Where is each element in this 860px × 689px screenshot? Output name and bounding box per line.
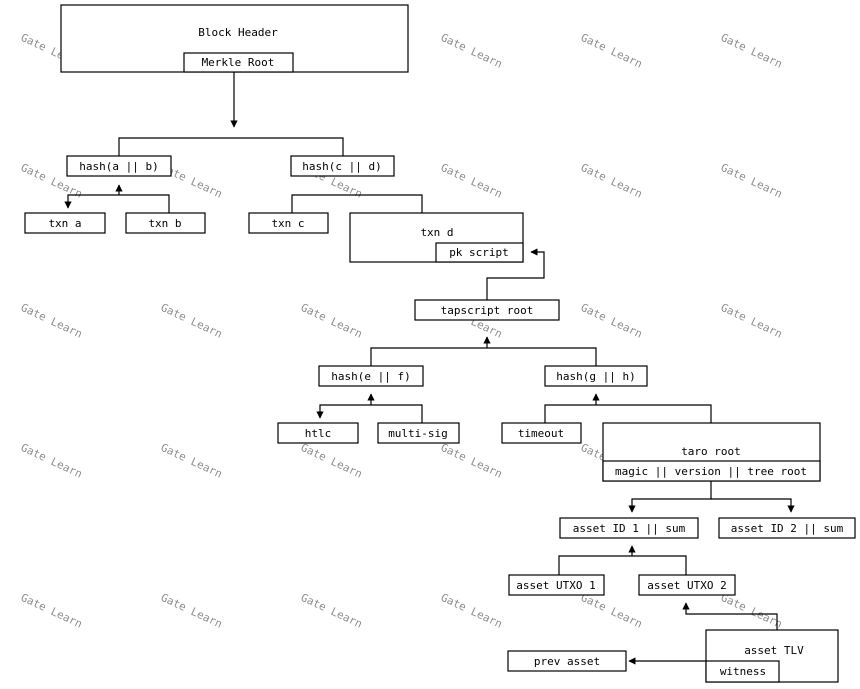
block-header-label: Block Header bbox=[198, 26, 278, 39]
watermark-text: Gate Learn bbox=[439, 441, 505, 481]
edge-hash-ef-children bbox=[316, 404, 423, 423]
watermark-text: Gate Learn bbox=[439, 591, 505, 631]
hash-gh-node: hash(g || h) bbox=[544, 365, 648, 387]
watermark-text: Gate Learn bbox=[719, 591, 785, 631]
asset-id-2-label: asset ID 2 || sum bbox=[731, 522, 844, 535]
taro-root-label: taro root bbox=[681, 445, 741, 458]
watermark-text: Gate Learn bbox=[579, 31, 645, 71]
txn-d-label: txn d bbox=[420, 226, 453, 239]
watermark-text: Gate Learn bbox=[159, 591, 225, 631]
watermark-text: Gate Learn bbox=[299, 301, 365, 341]
hash-ab-node: hash(a || b) bbox=[66, 155, 172, 177]
timeout-node: timeout bbox=[501, 422, 582, 444]
txn-c-label: txn c bbox=[271, 217, 304, 230]
watermark-text: Gate Learn bbox=[299, 591, 365, 631]
edge-tlv-utxo2 bbox=[682, 602, 778, 630]
multisig-label: multi-sig bbox=[388, 427, 448, 440]
edge-hash-gh-children bbox=[544, 404, 712, 423]
asset-tlv-label: asset TLV bbox=[744, 644, 804, 657]
edge-hash-ab-children bbox=[64, 194, 170, 213]
asset-tlv-node: asset TLV witness bbox=[705, 629, 839, 683]
hash-cd-label: hash(c || d) bbox=[302, 160, 381, 173]
watermark-text: Gate Learn bbox=[579, 301, 645, 341]
taro-fields-label: magic || version || tree root bbox=[615, 465, 807, 478]
edge-hash-cd-children bbox=[291, 194, 423, 213]
timeout-label: timeout bbox=[518, 427, 564, 440]
txn-a-label: txn a bbox=[48, 217, 81, 230]
hash-ef-node: hash(e || f) bbox=[318, 365, 424, 387]
taro-root-node: taro root magic || version || tree root bbox=[602, 422, 821, 482]
nodes: Block Header Merkle Root hash(a || b) ha… bbox=[24, 4, 856, 683]
watermark-text: Gate Learn bbox=[299, 441, 365, 481]
edge-taro-children bbox=[628, 481, 712, 513]
hash-ab-label: hash(a || b) bbox=[79, 160, 158, 173]
prev-asset-label: prev asset bbox=[534, 655, 600, 668]
pk-script-label: pk script bbox=[449, 246, 509, 259]
tapscript-root-node: tapscript root bbox=[414, 299, 560, 321]
asset-id-2-node: asset ID 2 || sum bbox=[718, 517, 856, 539]
watermark-text: Gate Learn bbox=[579, 591, 645, 631]
asset-utxo-1-node: asset UTXO 1 bbox=[508, 574, 605, 596]
asset-utxo-2-label: asset UTXO 2 bbox=[647, 579, 726, 592]
htlc-node: htlc bbox=[277, 422, 359, 444]
edge-merkle-children bbox=[118, 137, 344, 156]
edge-tapscript-children bbox=[370, 347, 597, 366]
edge-tapscript-pkscript bbox=[486, 248, 545, 300]
txn-c-node: txn c bbox=[248, 212, 329, 234]
watermark-text: Gate Learn bbox=[719, 161, 785, 201]
watermark-text: Gate Learn bbox=[579, 161, 645, 201]
multisig-node: multi-sig bbox=[377, 422, 460, 444]
watermark-text: Gate Learn bbox=[439, 161, 505, 201]
asset-id-1-label: asset ID 1 || sum bbox=[573, 522, 686, 535]
prev-asset-node: prev asset bbox=[507, 650, 627, 672]
hash-ef-label: hash(e || f) bbox=[331, 370, 410, 383]
txn-d-node: txn d pk script bbox=[349, 212, 524, 263]
asset-utxo-1-label: asset UTXO 1 bbox=[516, 579, 595, 592]
watermark-text: Gate Learn bbox=[719, 31, 785, 71]
watermark-text: Gate Learn bbox=[19, 301, 85, 341]
asset-id-1-node: asset ID 1 || sum bbox=[559, 517, 699, 539]
edge-taro-child2 bbox=[711, 498, 795, 513]
tapscript-root-label: tapscript root bbox=[441, 304, 534, 317]
hash-gh-label: hash(g || h) bbox=[556, 370, 635, 383]
txn-a-node: txn a bbox=[24, 212, 106, 234]
edge-asset-id1-children bbox=[558, 555, 687, 575]
watermark-text: Gate Learn bbox=[159, 301, 225, 341]
merkle-root-label: Merkle Root bbox=[202, 56, 275, 69]
txn-b-label: txn b bbox=[148, 217, 181, 230]
htlc-label: htlc bbox=[305, 427, 332, 440]
block-header-node: Block Header Merkle Root bbox=[60, 4, 409, 73]
witness-label: witness bbox=[720, 665, 766, 678]
txn-b-node: txn b bbox=[125, 212, 206, 234]
watermark-text: Gate Learn bbox=[719, 301, 785, 341]
watermark-text: Gate Learn bbox=[439, 31, 505, 71]
watermark-text: Gate Learn bbox=[19, 441, 85, 481]
asset-utxo-2-node: asset UTXO 2 bbox=[638, 574, 736, 596]
hash-cd-node: hash(c || d) bbox=[290, 155, 395, 177]
watermark-text: Gate Learn bbox=[159, 441, 225, 481]
watermark-text: Gate Learn bbox=[19, 591, 85, 631]
edges bbox=[64, 72, 795, 665]
